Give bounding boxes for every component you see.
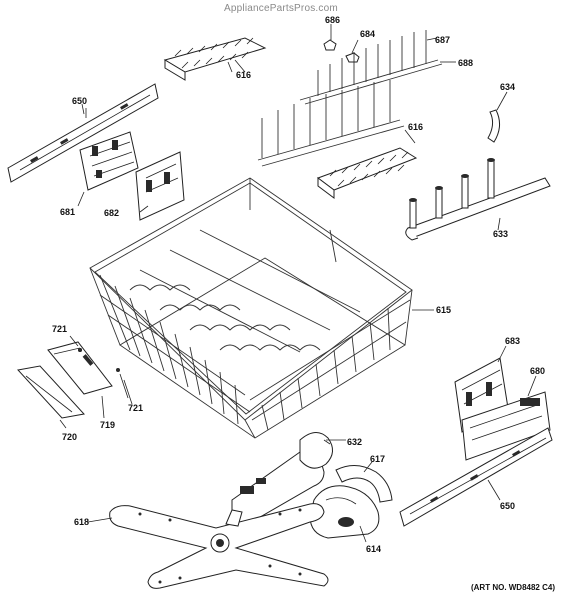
- label-632: 632: [347, 437, 363, 447]
- label-618: 618: [74, 517, 90, 527]
- part-632: [231, 432, 346, 527]
- label-616-top: 616: [236, 70, 252, 80]
- label-614: 614: [366, 544, 382, 554]
- label-682: 682: [104, 208, 120, 218]
- label-721-upper: 721: [52, 324, 68, 334]
- label-615: 615: [436, 305, 452, 315]
- label-688: 688: [458, 58, 474, 68]
- part-680: [461, 375, 551, 461]
- label-684: 684: [360, 29, 376, 39]
- part-687-688-tines: [299, 30, 456, 105]
- part-616-middle: [316, 129, 418, 199]
- label-617: 617: [370, 454, 386, 464]
- part-618-spray-arm: [87, 503, 329, 589]
- label-650-lower: 650: [500, 501, 516, 511]
- part-633-spray-arm: [405, 158, 551, 241]
- part-616-top: [163, 37, 267, 81]
- watermark: AppliancePartsPros.com: [224, 3, 338, 14]
- label-721-lower: 721: [128, 403, 144, 413]
- part-719: [47, 341, 113, 419]
- part-614: [309, 485, 380, 543]
- label-686: 686: [325, 15, 341, 25]
- part-686: [323, 24, 337, 51]
- part-615-basket: [89, 177, 434, 439]
- part-tine-rack-middle: [257, 80, 405, 167]
- label-687: 687: [435, 35, 451, 45]
- label-650-upper: 650: [72, 96, 88, 106]
- label-683: 683: [505, 336, 521, 346]
- part-617: [335, 461, 393, 503]
- label-680: 680: [530, 366, 546, 376]
- art-number: (ART NO. WD8482 C4): [470, 583, 555, 592]
- label-720: 720: [62, 432, 78, 442]
- label-634: 634: [500, 82, 516, 92]
- label-616-middle: 616: [408, 122, 424, 132]
- label-719: 719: [100, 420, 116, 430]
- label-633: 633: [493, 229, 509, 239]
- part-681: [77, 131, 139, 207]
- part-682: [135, 151, 185, 221]
- part-684: [345, 39, 360, 63]
- label-681: 681: [60, 207, 76, 217]
- part-720: [17, 365, 85, 429]
- part-721-screws: [69, 335, 129, 399]
- part-650-lower-rail: [399, 427, 553, 527]
- part-634: [487, 91, 508, 143]
- part-650-upper-rail: [7, 83, 159, 183]
- leader-lines: [81, 61, 501, 445]
